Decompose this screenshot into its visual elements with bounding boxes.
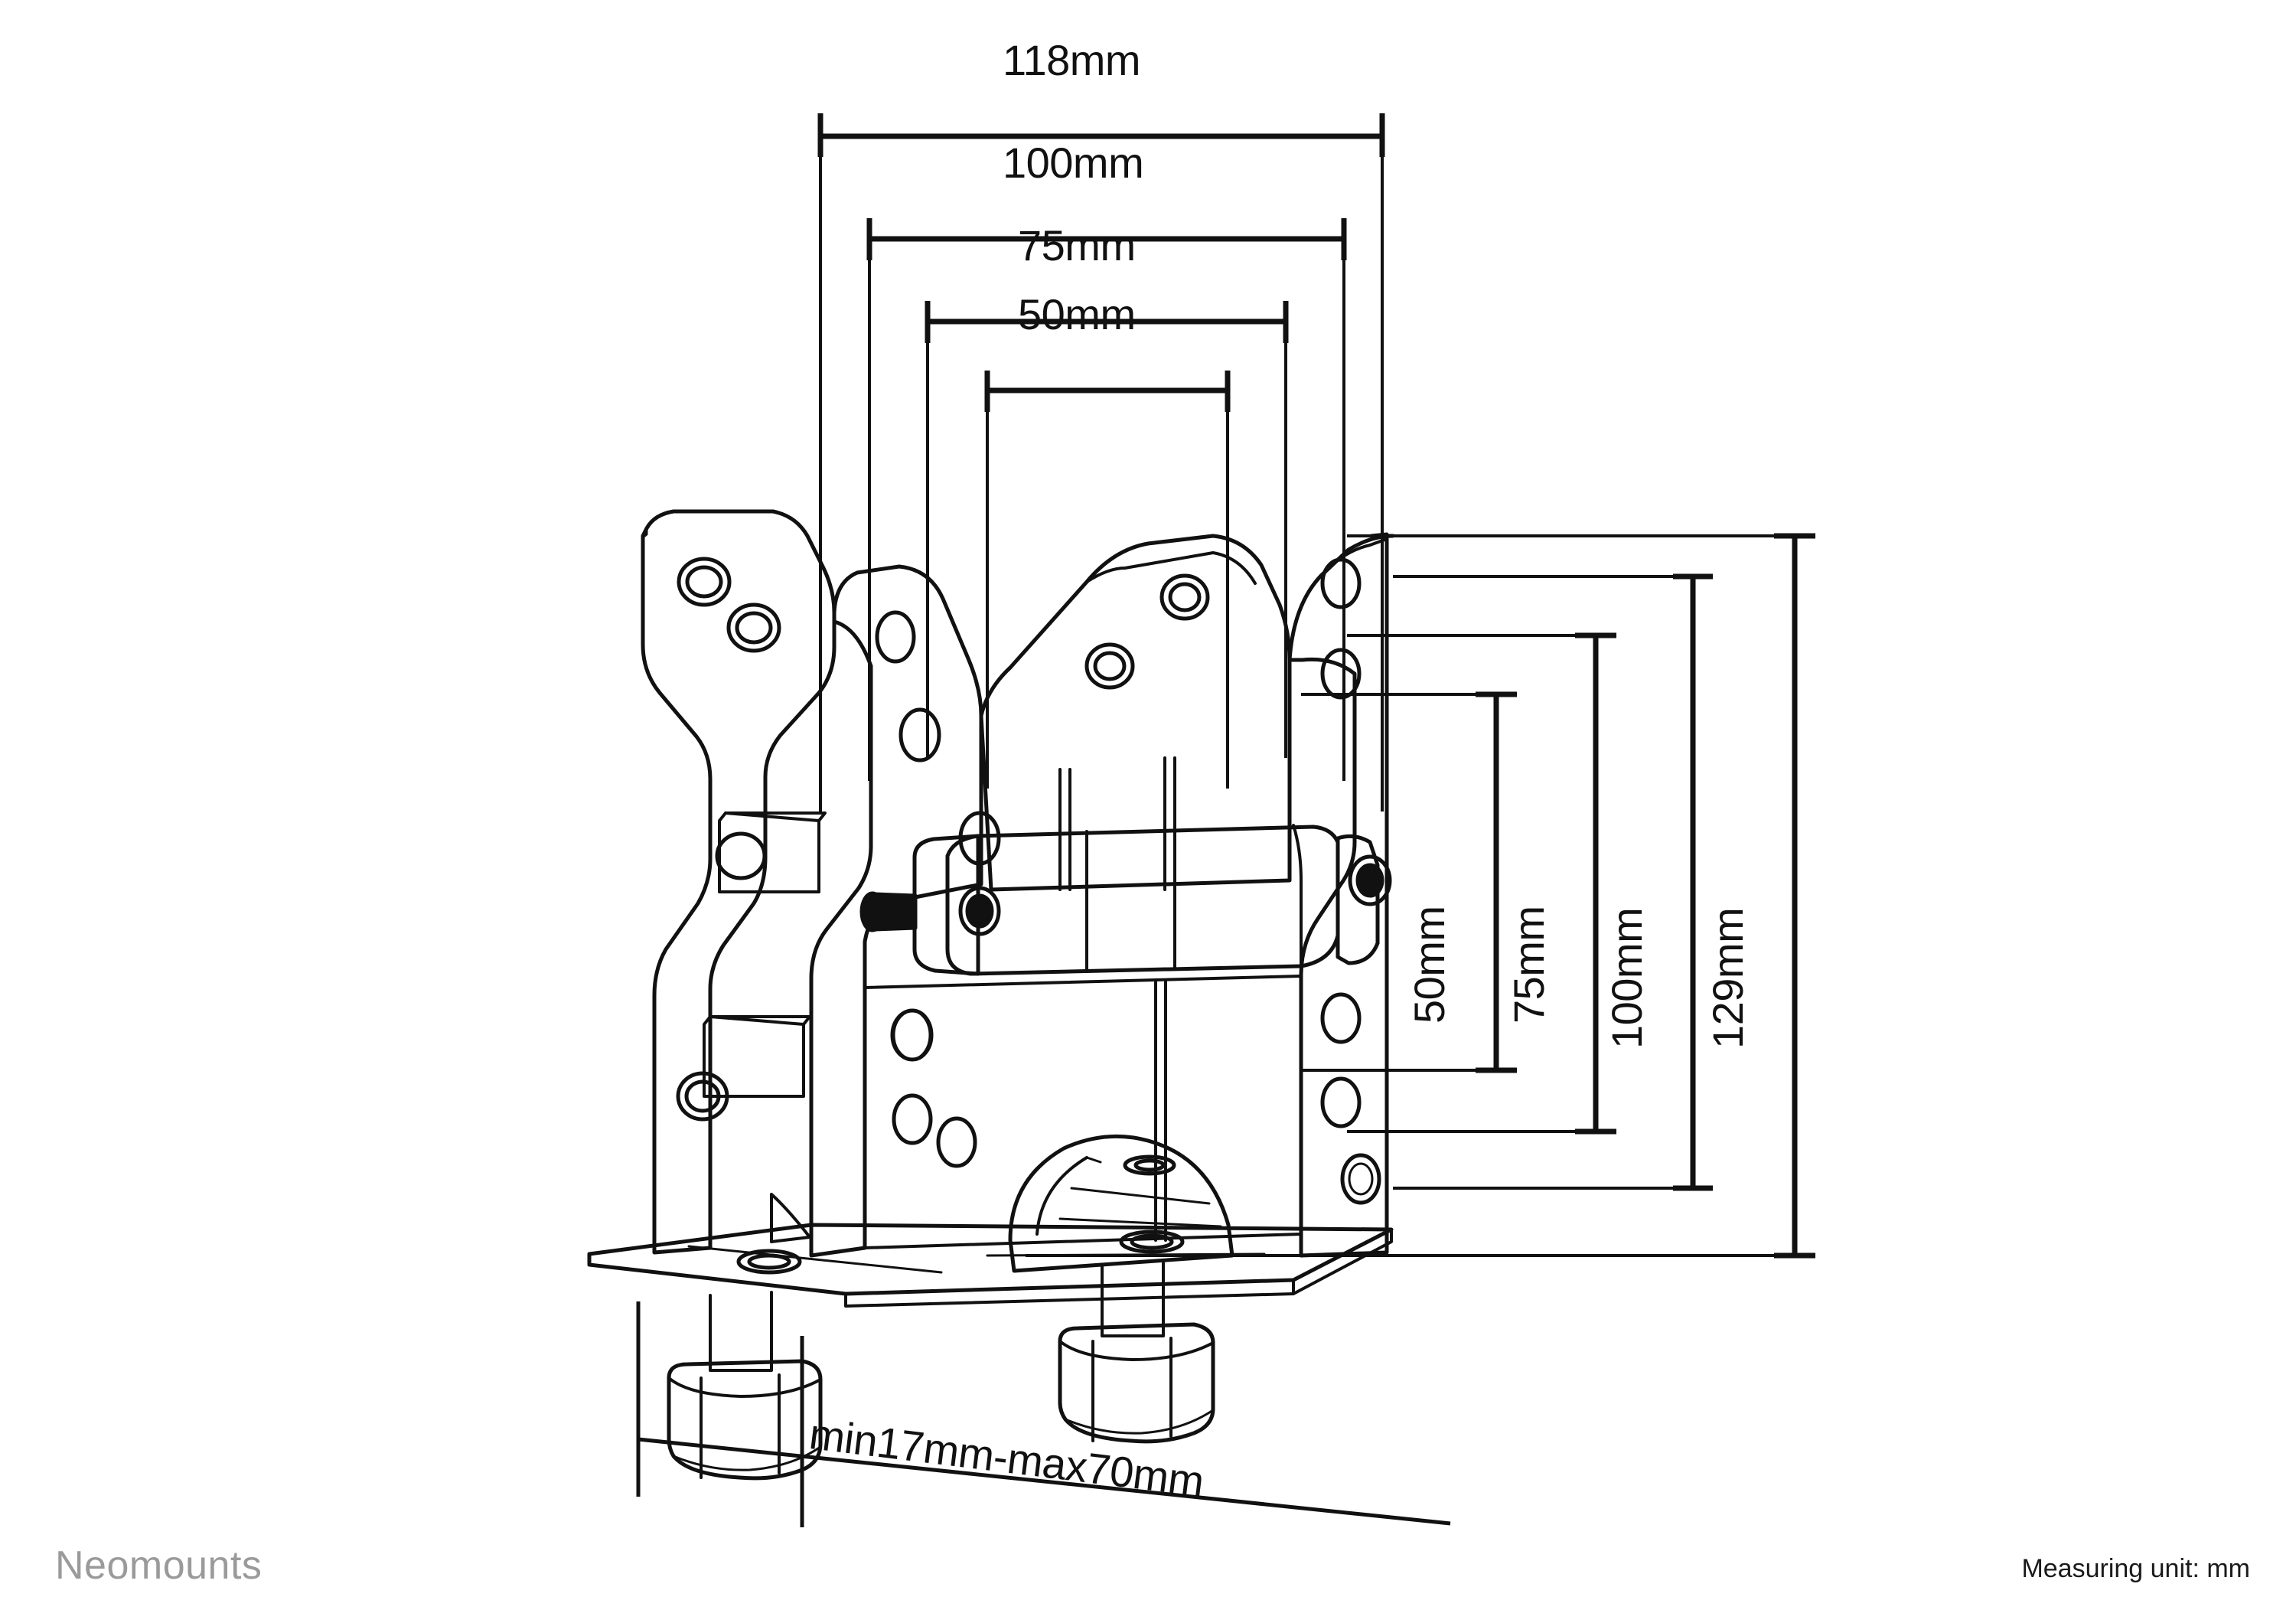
dimension-label-100mm-vertical: 100mm <box>1603 907 1651 1049</box>
dimension-50mm-horizontal <box>984 371 1231 789</box>
neomounts-logo: Neomounts <box>55 1543 263 1588</box>
dimension-label-50mm-vertical: 50mm <box>1405 906 1453 1024</box>
dimension-100mm-vertical <box>1393 573 1713 1191</box>
clamp-screw-left <box>667 1291 823 1481</box>
tilt-hinge-bar <box>859 824 1392 976</box>
dimension-118mm <box>817 113 1385 812</box>
center-vesa-plate <box>979 534 1292 892</box>
right-side-plate <box>1287 532 1395 1258</box>
dimension-label-129mm-vertical: 129mm <box>1704 907 1752 1049</box>
mount-bracket-drawing <box>587 509 1395 1481</box>
dimension-label-100mm-horizontal: 100mm <box>1003 139 1144 187</box>
dimension-label-50mm-horizontal: 50mm <box>1018 290 1136 338</box>
dimension-75mm <box>925 301 1289 758</box>
dimension-label-75mm-horizontal: 75mm <box>1018 221 1136 269</box>
horizontal-dimension-group <box>817 113 1385 812</box>
measuring-unit-note: Measuring unit: mm <box>2021 1554 2250 1583</box>
left-side-plate <box>641 509 837 1255</box>
dimension-clamp-range <box>636 1301 1451 1527</box>
vertical-dimension-group <box>1026 533 1815 1259</box>
clamp-screw-right <box>1058 1262 1215 1444</box>
dimension-label-75mm-vertical: 75mm <box>1505 906 1553 1024</box>
bottom-clamp-plate <box>587 1223 1394 1308</box>
dimension-label-118mm: 118mm <box>1003 36 1141 84</box>
center-support-gusset <box>770 1134 1234 1273</box>
